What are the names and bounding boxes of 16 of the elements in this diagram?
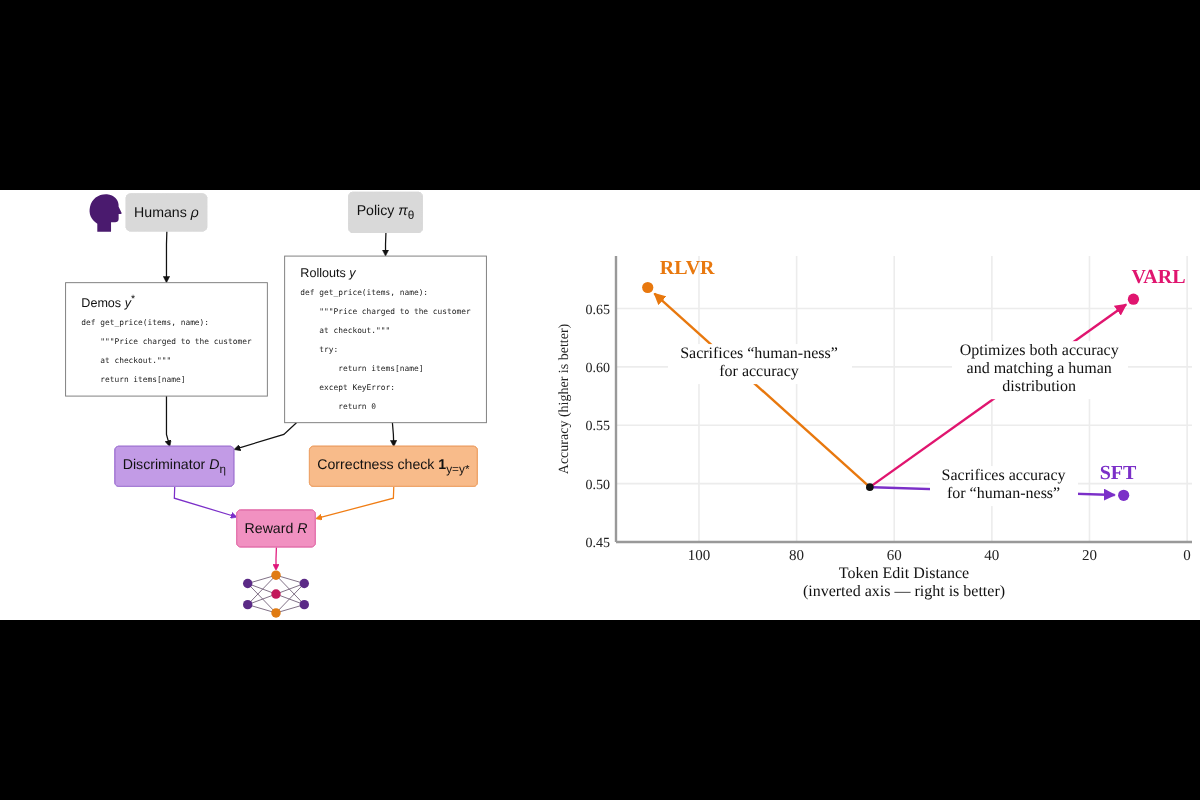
axis-title: Token Edit Distance (inverted axis — right is better) — [802, 564, 1006, 601]
arrow — [233, 422, 298, 451]
arrow — [163, 230, 170, 283]
arrow — [164, 395, 172, 447]
arrow — [272, 546, 280, 571]
arrow — [390, 422, 398, 447]
arrow — [173, 486, 238, 519]
neural-network-icon — [243, 570, 309, 618]
point-label: VARL — [1131, 267, 1186, 290]
annotation-text: Sacrifices accuracy for “human-ness” — [929, 466, 1078, 506]
point-label: SFT — [1099, 463, 1137, 486]
annotation-text: Optimizes both accuracy and matching a human distribution — [951, 341, 1128, 400]
arrow — [315, 486, 395, 521]
point-label: RLVR — [659, 257, 715, 280]
arrow — [382, 232, 389, 257]
annotation-text: Sacrifices “human-ness” for accuracy — [667, 344, 851, 385]
